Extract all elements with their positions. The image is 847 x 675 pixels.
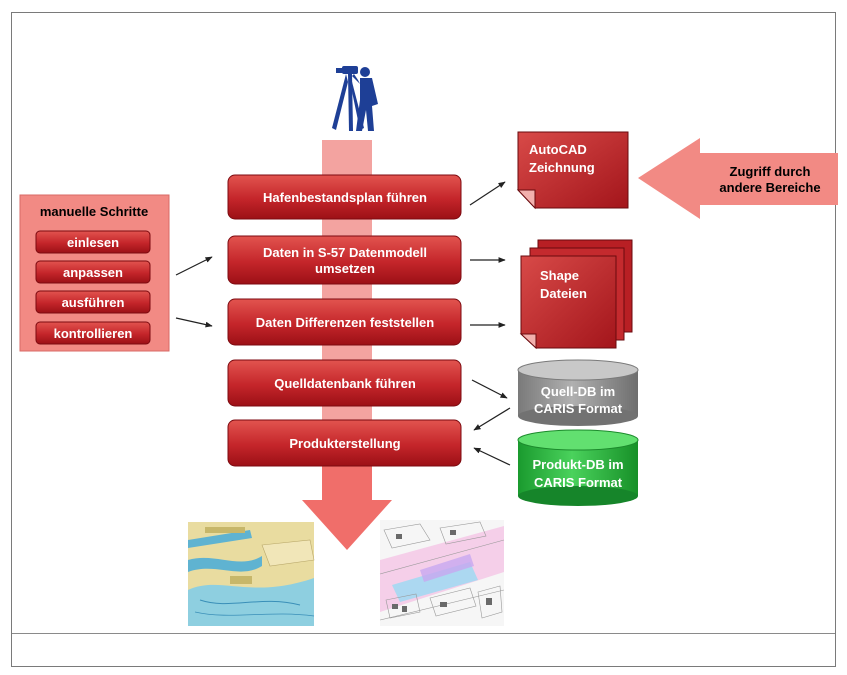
access-arrow: Zugriff durch andere Bereiche [638, 138, 838, 219]
manual-steps-title: manuelle Schritte [40, 204, 148, 219]
process-step-0: Hafenbestandsplan führen [227, 174, 462, 220]
divider-line [12, 633, 835, 634]
access-arrow-line-2: andere Bereiche [719, 180, 820, 195]
produkt-db-line-1: Produkt-DB im [533, 457, 624, 472]
manual-step-3: kontrollieren [35, 321, 151, 345]
surveyor-icon [332, 66, 378, 131]
arrow-manual-to-s57 [175, 256, 213, 276]
manual-step-label: kontrollieren [54, 326, 133, 341]
process-step-label: Daten Differenzen feststellen [256, 315, 434, 330]
process-step-label: umsetzen [315, 261, 375, 276]
process-step-label: Daten in S-57 Datenmodell [263, 245, 427, 260]
manual-step-0: einlesen [35, 230, 151, 254]
manual-step-1: anpassen [35, 260, 151, 284]
process-step-label: Quelldatenbank führen [274, 376, 416, 391]
process-step-3: Quelldatenbank führen [227, 359, 462, 407]
process-step-label: Hafenbestandsplan führen [263, 190, 427, 205]
quell-db-cylinder: Quell-DB im CARIS Format [517, 359, 639, 426]
access-arrow-line-1: Zugriff durch [730, 164, 811, 179]
manual-step-label: ausführen [62, 295, 125, 310]
arrow-quellbank-to-db [471, 379, 508, 399]
produkt-db-cylinder: Produkt-DB im CARIS Format [517, 429, 639, 506]
autocad-line-2: Zeichnung [529, 160, 595, 175]
process-step-label: Produkterstellung [289, 436, 400, 451]
process-step-4: Produkterstellung [227, 419, 462, 467]
shape-line-2: Dateien [540, 286, 587, 301]
nautical-chart-thumbnail [188, 522, 315, 626]
manual-step-label: anpassen [63, 265, 123, 280]
manual-step-2: ausführen [35, 290, 151, 314]
cadastral-map-thumbnail [379, 520, 505, 626]
quell-db-line-2: CARIS Format [534, 401, 623, 416]
connector-arrows [175, 181, 511, 466]
produkt-db-line-2: CARIS Format [534, 475, 623, 490]
autocad-line-1: AutoCAD [529, 142, 587, 157]
shape-line-1: Shape [540, 268, 579, 283]
arrow-plan-to-autocad [469, 181, 506, 206]
quell-db-line-1: Quell-DB im [541, 384, 615, 399]
shape-files-document: Shape Dateien [519, 239, 633, 350]
arrow-manual-to-diff [175, 317, 213, 328]
manual-step-label: einlesen [67, 235, 119, 250]
autocad-document: AutoCAD Zeichnung [516, 131, 629, 210]
process-step-2: Daten Differenzen feststellen [227, 298, 462, 346]
arrow-produktdb-to-produkt [473, 447, 511, 466]
arrow-db-to-produkt [473, 407, 511, 431]
